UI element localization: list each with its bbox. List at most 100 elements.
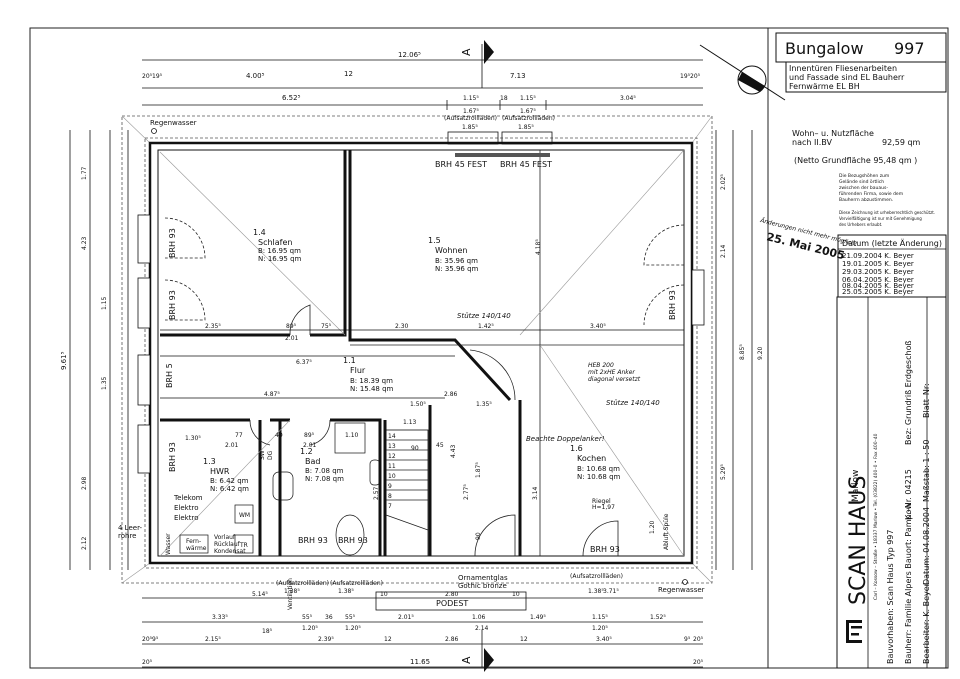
dim-label: 1.10 xyxy=(345,432,359,439)
room-area-b: B: 16.95 qm xyxy=(258,247,301,255)
dim-label: 89⁵ xyxy=(304,432,315,439)
customer-number: K.–Nr. 04215 xyxy=(904,469,913,520)
right-dimension-chains: 2.02⁵ 9.20 8.85⁵ 5.29⁵ 2.14 xyxy=(715,130,764,570)
window-sill-label: BRH 5 xyxy=(165,363,174,388)
exhaust-label: Abluft Spüle xyxy=(663,513,670,550)
shutter-label: (Aufsatzrollläden) xyxy=(570,573,623,580)
dryer-icon xyxy=(234,534,254,554)
note-line: Innentüren Fliesenarbeiten xyxy=(789,64,897,73)
dim-label: 12 xyxy=(344,70,353,78)
room-number: 1.3 xyxy=(203,457,216,466)
dim-label: 1.20⁵ xyxy=(302,625,318,632)
dim-label: 3.14 xyxy=(532,486,539,500)
beam-label: HEB 200 xyxy=(588,362,614,369)
dim-label: 4.23 xyxy=(81,236,88,250)
drawing-title: Bungalow xyxy=(785,39,864,58)
dim-label: 2.14 xyxy=(475,625,489,632)
room-kochen: 1.6 Kochen B: 10.68 qm N: 10.68 qm xyxy=(570,444,621,481)
room-area-n: N: 6.42 qm xyxy=(210,485,249,493)
dim-label: 1.15⁵ xyxy=(520,95,536,102)
window-sill-label: BRH 93 xyxy=(590,545,620,554)
project-field: Bauvorhaben: Scan Haus Typ 997 xyxy=(886,530,895,664)
dim-label: 1.20⁵ xyxy=(592,625,608,632)
inner-dimensions: 2.35⁵ 89⁵ 2.01 75⁵ 2.30 1.42⁵ 3.40⁵ 6.37… xyxy=(160,239,684,540)
window-sill-label: BRH 93 xyxy=(298,536,328,545)
tr-label: TR xyxy=(239,542,248,549)
dim-label: 55⁵ xyxy=(345,614,356,621)
wm-label: WM xyxy=(239,512,250,519)
note-small: Bauherrn abzustimmen. xyxy=(839,197,893,203)
dim-label: 36 xyxy=(325,614,333,621)
dim-label: 3.40⁵ xyxy=(596,636,612,643)
room-number: 1.2 xyxy=(300,447,313,456)
glass-label: Gothic bronze xyxy=(458,582,507,590)
revision-entry: 08.04.2005 K. Beyer xyxy=(842,282,914,290)
room-wohnen: 1.5 Wohnen B: 35.96 qm N: 35.96 qm xyxy=(428,236,479,273)
toilet-icon xyxy=(369,459,381,486)
room-hwr: 1.3 HWR B: 6.42 qm N: 6.42 qm xyxy=(203,457,249,493)
top-windows: (Aufsatzrollläden) (Aufsatzrollläden) 1.… xyxy=(435,115,555,169)
right-windows: BRH 93 xyxy=(643,224,705,326)
dim-label: 5.29⁵ xyxy=(720,464,727,480)
step-number: 8 xyxy=(388,493,392,500)
dim-label: 1.20 xyxy=(649,520,656,534)
dim-label: 2.01 xyxy=(285,335,299,342)
dim-label: 2.01 xyxy=(225,442,239,449)
drawing-description: Bez: Grundriß Erdgeschoß xyxy=(904,341,913,446)
dim-label: 20⁵ xyxy=(693,659,704,666)
dim-bottom-total: 11.65 xyxy=(410,658,430,666)
district-heating-box xyxy=(179,534,209,554)
room-area-n: N: 10.68 qm xyxy=(577,473,621,481)
dim-label: 2.15⁵ xyxy=(205,636,221,643)
dim-label: 18⁵ xyxy=(262,628,273,635)
dim-label: 18 xyxy=(500,95,508,102)
dim-label: 1.30⁵ xyxy=(185,435,201,442)
sheet-frame xyxy=(29,27,949,669)
staircase: 14 13 12 11 10 9 8 7 xyxy=(385,429,429,557)
north-arrow-icon xyxy=(699,44,786,101)
note-small: des Urhebers erlaubt. xyxy=(839,222,882,227)
utility-label: Elektro xyxy=(174,514,198,522)
dim-label: 45 xyxy=(436,442,444,449)
company-logo xyxy=(846,620,862,643)
top-dimension-chains: 12.06⁵ 20⁵ 19⁵ 4.00⁵ 12 7.13 19⁵ 20⁵ 6.5… xyxy=(142,40,703,115)
dim-label: 1.50⁵ xyxy=(410,401,426,408)
conduit-label: rohre xyxy=(118,532,136,540)
beam-label: mit 2xHE Anker xyxy=(588,369,635,376)
step-number: 7 xyxy=(388,503,392,510)
shower-icon xyxy=(334,422,366,454)
room-area-b: B: 7.08 qm xyxy=(305,467,344,475)
window-sill-label: BRH 45 FEST xyxy=(500,160,552,169)
dim-label: 8.85⁵ xyxy=(739,344,746,360)
window-sill-label: BRH 93 xyxy=(168,442,177,472)
revision-entry: 19.01.2005 K. Beyer xyxy=(842,260,914,268)
dim-label: 12 xyxy=(520,636,528,643)
bathtub-icon xyxy=(335,514,365,556)
section-arrow-top xyxy=(484,40,494,64)
dim-label: 2.01⁵ xyxy=(398,614,414,621)
date-field: Datum: 04.08.2004 xyxy=(922,507,931,585)
company-address: Carl – Kossow – Straße • 18337 Marlow • … xyxy=(873,433,879,600)
area-value: 92,59 qm xyxy=(882,138,921,147)
dim-label: 3.40⁵ xyxy=(590,323,606,330)
downpipe-icon xyxy=(682,579,688,585)
landing-outline xyxy=(375,591,527,611)
window-sill-label: BRH 93 xyxy=(668,290,677,320)
dim-label: 2.35⁵ xyxy=(205,323,221,330)
note-small: Die Bezugshöhen zum xyxy=(839,173,889,179)
sw-label: SW xyxy=(259,450,266,460)
dim-label: 55⁵ xyxy=(302,614,313,621)
column-label: Stütze 140/140 xyxy=(606,399,660,407)
heating-label: Rücklauf xyxy=(214,541,241,548)
room-name: Kochen xyxy=(577,454,606,463)
dim-label: 7.13 xyxy=(510,72,526,80)
dim-label: 1.67⁵ xyxy=(520,108,536,115)
room-bad: 1.2 Bad B: 7.08 qm N: 7.08 qm xyxy=(300,447,344,483)
interior-walls xyxy=(160,150,684,556)
dim-label: 1.38⁵ xyxy=(338,588,354,595)
step-number: 12 xyxy=(388,453,396,460)
room-name: Bad xyxy=(305,457,320,466)
utility-label: Elektro xyxy=(174,504,198,512)
room-flur: 1.1 Flur B: 18.39 qm N: 15.48 qm xyxy=(343,356,394,393)
room-area-b: B: 10.68 qm xyxy=(577,465,620,473)
